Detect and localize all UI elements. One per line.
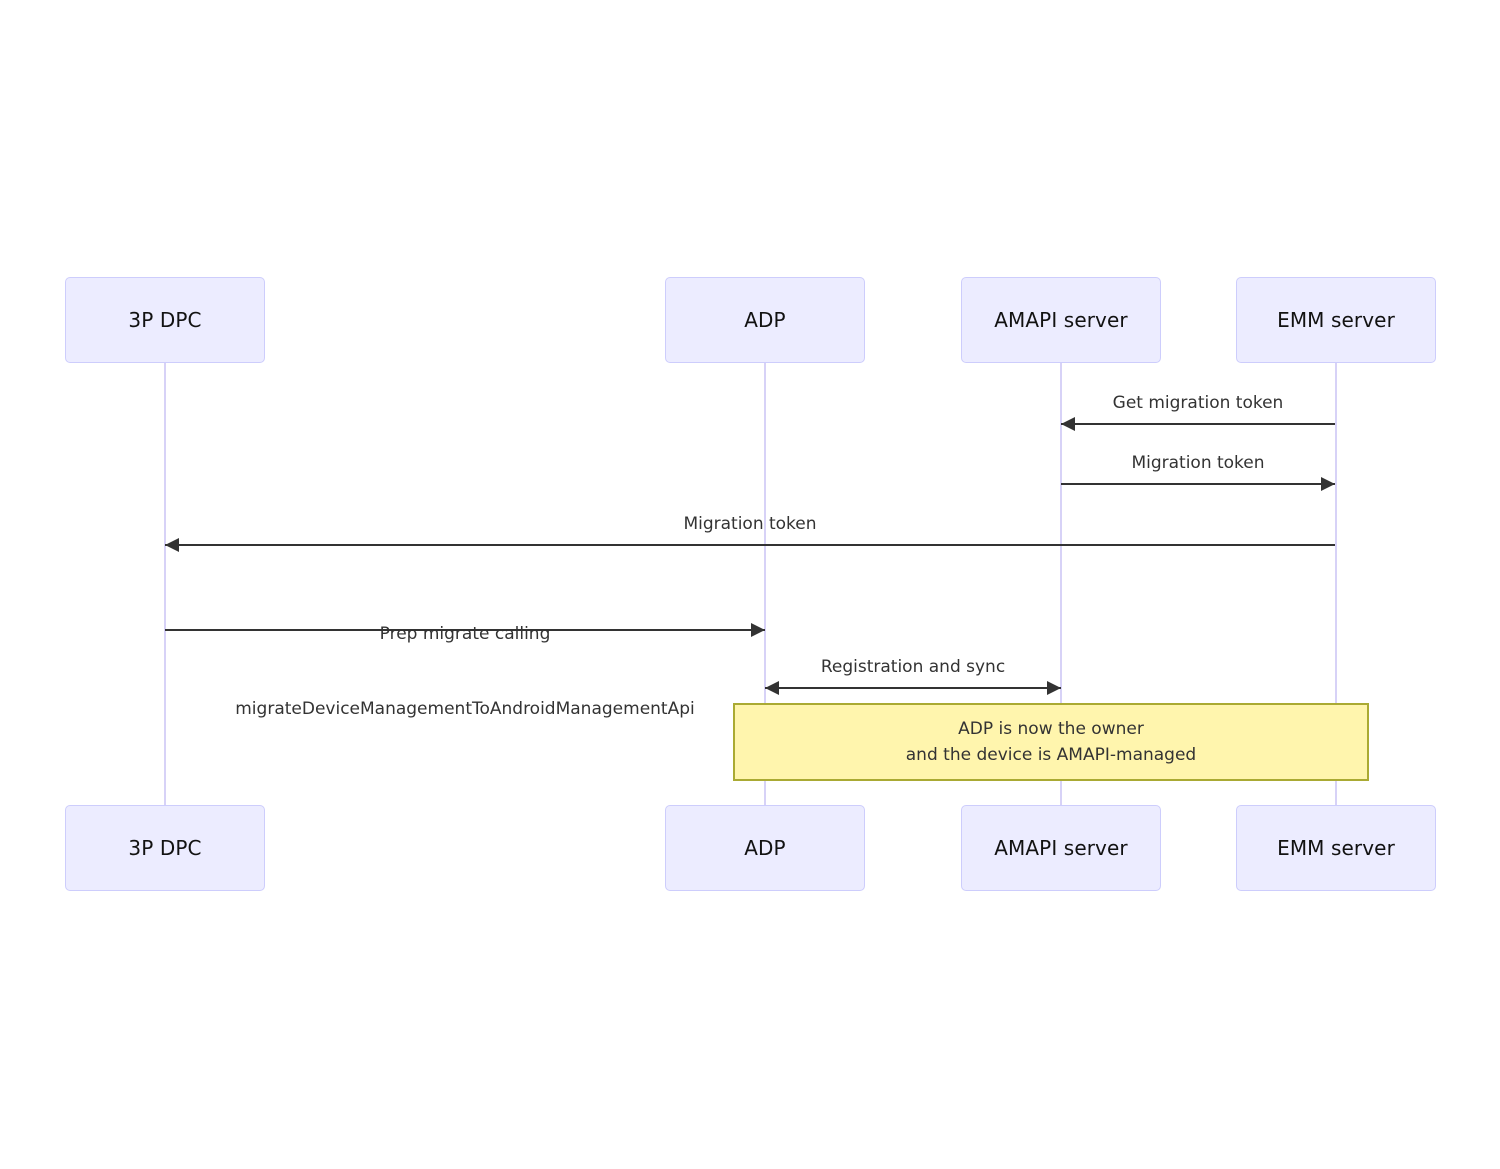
participant-top-amapi-server[interactable]: AMAPI server <box>961 277 1161 363</box>
message-line <box>165 544 1335 546</box>
arrowhead-right-icon <box>1321 477 1335 491</box>
arrowhead-left-icon <box>1061 417 1075 431</box>
participant-bottom-amapi-server[interactable]: AMAPI server <box>961 805 1161 891</box>
arrowhead-right-icon <box>1047 681 1061 695</box>
note-line-2: and the device is AMAPI-managed <box>905 745 1197 765</box>
message-line <box>765 687 1061 689</box>
message-label-line-1: Prep migrate calling <box>379 624 551 644</box>
participant-bottom-adp[interactable]: ADP <box>665 805 865 891</box>
message-label-get-migration-token: Get migration token <box>1112 393 1284 413</box>
participant-bottom-emm-server[interactable]: EMM server <box>1236 805 1436 891</box>
message-line <box>1061 423 1335 425</box>
lifeline-3p-dpc <box>164 363 166 805</box>
message-line <box>1061 483 1335 485</box>
participant-label: ADP <box>744 308 786 332</box>
participant-top-3p-dpc[interactable]: 3P DPC <box>65 277 265 363</box>
message-label-migration-token-emm-to-dpc: Migration token <box>683 514 817 534</box>
message-label-prep-migrate: Prep migrate calling migrateDeviceManage… <box>165 572 765 772</box>
note-line-1: ADP is now the owner <box>958 719 1144 739</box>
arrowhead-left-icon <box>765 681 779 695</box>
message-label-migration-token-amapi-to-emm: Migration token <box>1131 453 1265 473</box>
participant-top-emm-server[interactable]: EMM server <box>1236 277 1436 363</box>
participant-label: ADP <box>744 836 786 860</box>
participant-label: AMAPI server <box>994 836 1128 860</box>
participant-label: AMAPI server <box>994 308 1128 332</box>
lifeline-emm-server <box>1335 363 1337 805</box>
participant-label: EMM server <box>1277 308 1395 332</box>
arrowhead-right-icon <box>751 623 765 637</box>
note-adp-owner: ADP is now the owner and the device is A… <box>733 703 1369 781</box>
participant-label: 3P DPC <box>128 836 202 860</box>
message-label-registration-and-sync: Registration and sync <box>820 657 1006 677</box>
participant-top-adp[interactable]: ADP <box>665 277 865 363</box>
lifeline-amapi-server <box>1060 363 1062 805</box>
message-line <box>165 629 765 631</box>
participant-label: EMM server <box>1277 836 1395 860</box>
lifeline-adp <box>764 363 766 805</box>
arrowhead-left-icon <box>165 538 179 552</box>
participant-bottom-3p-dpc[interactable]: 3P DPC <box>65 805 265 891</box>
message-label-line-2: migrateDeviceManagementToAndroidManageme… <box>235 699 695 719</box>
participant-label: 3P DPC <box>128 308 202 332</box>
